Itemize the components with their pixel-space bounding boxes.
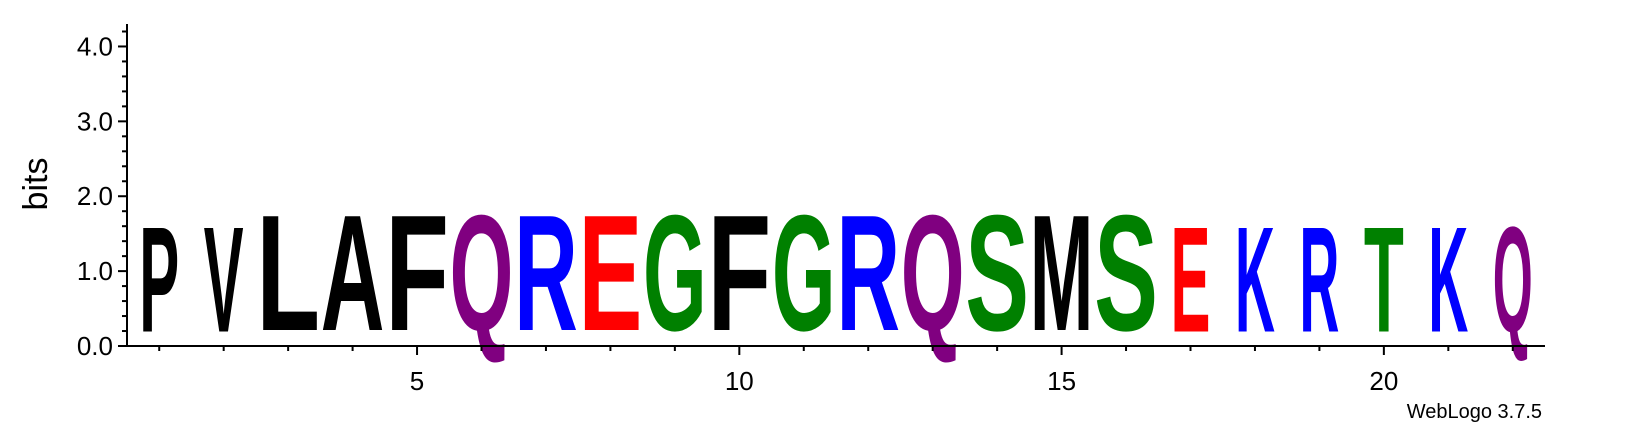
logo-letter-t: T bbox=[1364, 195, 1404, 364]
x-tick-label: 5 bbox=[410, 366, 424, 396]
credit-text: WebLogo 3.7.5 bbox=[1407, 401, 1542, 423]
logo-letter-s: S bbox=[1094, 181, 1158, 366]
y-tick-label: 2.0 bbox=[77, 181, 113, 211]
y-tick-label: 0.0 bbox=[77, 331, 113, 361]
logo-letter-v: V bbox=[204, 196, 244, 364]
logo-letter-k: K bbox=[1428, 196, 1468, 365]
logo-letter-r: R bbox=[1299, 196, 1339, 365]
logo-letter-r: R bbox=[514, 182, 578, 367]
y-axis-ticks: 0.0 1.0 2.0 3.0 4.0 bbox=[77, 30, 127, 361]
logo-letter-e: E bbox=[1171, 196, 1211, 364]
y-axis-label: bits bbox=[17, 158, 55, 211]
x-tick-label: 10 bbox=[725, 366, 754, 396]
y-tick-label: 1.0 bbox=[77, 256, 113, 286]
logo-letter-g: G bbox=[643, 181, 707, 366]
x-axis-ticks: 5 10 15 20 bbox=[158, 346, 1514, 396]
logo-letter-e: E bbox=[579, 181, 643, 366]
logo-letter-k: K bbox=[1235, 196, 1275, 365]
y-tick-label: 4.0 bbox=[77, 31, 113, 61]
logo-letter-f: F bbox=[385, 182, 449, 366]
x-tick-label: 20 bbox=[1369, 366, 1398, 396]
logo-letter-p: P bbox=[139, 196, 179, 364]
y-tick-label: 3.0 bbox=[77, 106, 113, 136]
x-tick-label: 15 bbox=[1047, 366, 1076, 396]
logo-letter-q: Q bbox=[901, 181, 965, 366]
logo-letter-q: Q bbox=[450, 181, 514, 366]
logo-letter-f: F bbox=[707, 182, 771, 366]
axes: 0.0 1.0 2.0 3.0 4.0 5 10 15 20 bbox=[77, 24, 1545, 396]
logo-letter-g: G bbox=[772, 181, 836, 366]
logo-letter-a: A bbox=[321, 182, 385, 367]
logo-letter-r: R bbox=[836, 182, 900, 367]
logo-letter-q: Q bbox=[1493, 195, 1533, 364]
logo-letter-m: M bbox=[1030, 181, 1094, 366]
logo-letter-s: S bbox=[965, 181, 1029, 366]
logo-letter-l: L bbox=[256, 182, 320, 366]
